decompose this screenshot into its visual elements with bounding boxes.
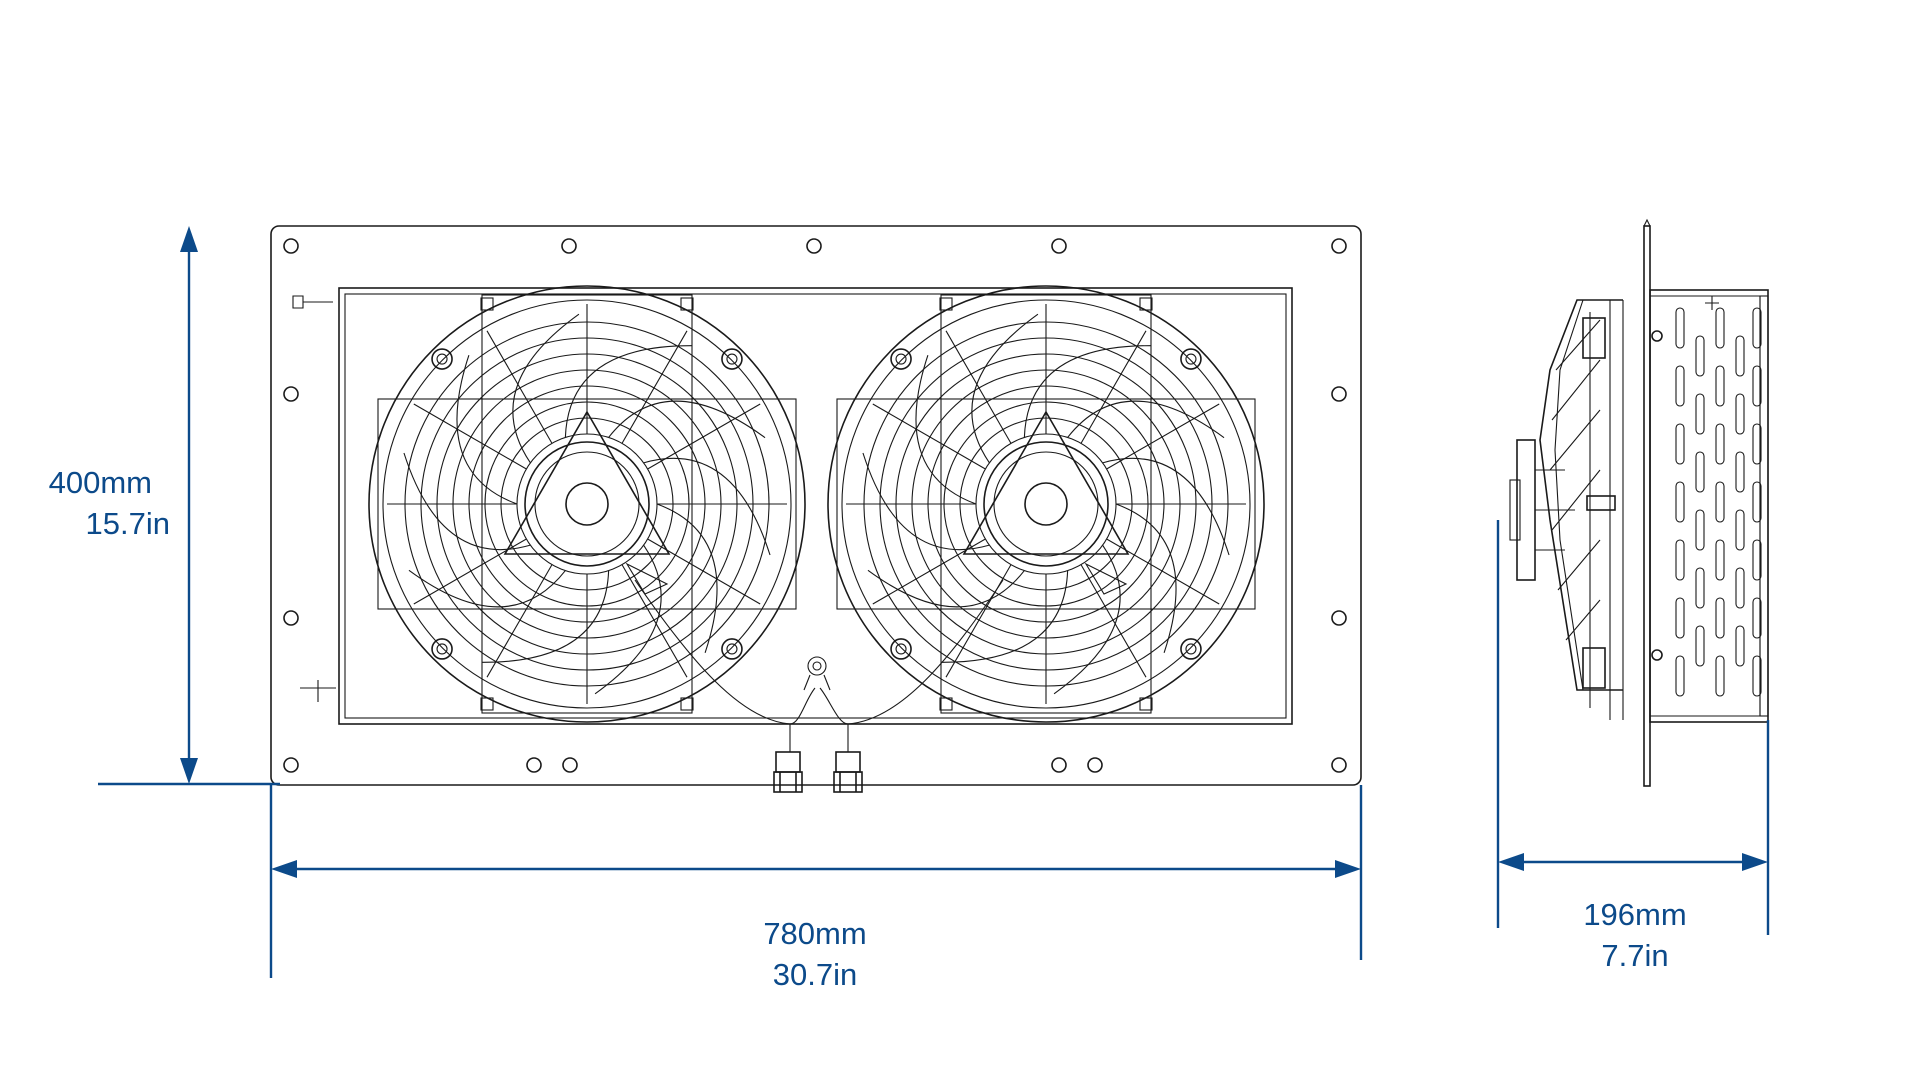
vent-slot bbox=[1715, 539, 1725, 581]
vent-slot bbox=[1715, 597, 1725, 639]
vent-slot bbox=[1675, 481, 1685, 523]
wiring bbox=[634, 579, 1004, 752]
vent-slot bbox=[1752, 423, 1762, 465]
front-view bbox=[270, 225, 1362, 793]
vent-slot bbox=[1752, 655, 1762, 697]
vent-slot bbox=[1695, 451, 1705, 493]
depth-mm: 196mm bbox=[1583, 897, 1687, 932]
mounting-holes bbox=[283, 238, 1347, 773]
depth-in: 7.7in bbox=[1601, 938, 1669, 973]
fan-right bbox=[827, 285, 1265, 723]
vent-slot bbox=[1752, 597, 1762, 639]
vent-slot bbox=[1735, 509, 1745, 551]
vent-slot bbox=[1695, 567, 1705, 609]
width-in: 30.7in bbox=[772, 957, 858, 992]
vent-slot bbox=[1752, 481, 1762, 523]
height-mm: 400mm bbox=[48, 465, 152, 500]
fan-profile bbox=[1539, 299, 1623, 691]
vent-slot bbox=[1715, 307, 1725, 349]
vent-slot bbox=[1735, 451, 1745, 493]
vent-slot bbox=[1752, 365, 1762, 407]
vent-slot bbox=[1695, 625, 1705, 667]
height-dimension-line bbox=[98, 226, 280, 786]
vent-slot bbox=[1715, 481, 1725, 523]
width-label: 780mm 30.7in bbox=[730, 913, 900, 995]
vent-slot bbox=[1735, 625, 1745, 667]
fan-left bbox=[368, 285, 806, 723]
vent-slot bbox=[1752, 307, 1762, 349]
vent-slot bbox=[1675, 307, 1685, 349]
mounting-plate bbox=[270, 225, 1362, 786]
width-mm: 780mm bbox=[763, 916, 867, 951]
height-label: 400mm 15.7in bbox=[20, 462, 170, 544]
height-in: 15.7in bbox=[85, 506, 170, 541]
vent-slot bbox=[1715, 655, 1725, 697]
shroud-frame bbox=[338, 287, 1293, 725]
vent-slot bbox=[1695, 509, 1705, 551]
vent-slot bbox=[1675, 365, 1685, 407]
vent-slot bbox=[1675, 539, 1685, 581]
width-dimension-line bbox=[269, 785, 1363, 978]
side-vent-slots bbox=[1675, 307, 1762, 697]
depth-dimension-line bbox=[1496, 520, 1770, 935]
fans bbox=[368, 285, 1265, 723]
vent-slot bbox=[1735, 393, 1745, 435]
vent-slot bbox=[1675, 597, 1685, 639]
connectors bbox=[773, 751, 863, 793]
side-shroud bbox=[1649, 289, 1769, 723]
vent-slot bbox=[1695, 393, 1705, 435]
depth-label: 196mm 7.7in bbox=[1550, 894, 1720, 976]
vent-slot bbox=[1695, 335, 1705, 377]
vent-slot bbox=[1735, 567, 1745, 609]
vent-slot bbox=[1735, 335, 1745, 377]
vent-slot bbox=[1675, 655, 1685, 697]
vent-slot bbox=[1715, 365, 1725, 407]
vent-slot bbox=[1715, 423, 1725, 465]
vent-slot bbox=[1752, 539, 1762, 581]
side-view bbox=[1509, 218, 1769, 787]
vent-slot bbox=[1675, 423, 1685, 465]
side-flange bbox=[1643, 225, 1651, 787]
